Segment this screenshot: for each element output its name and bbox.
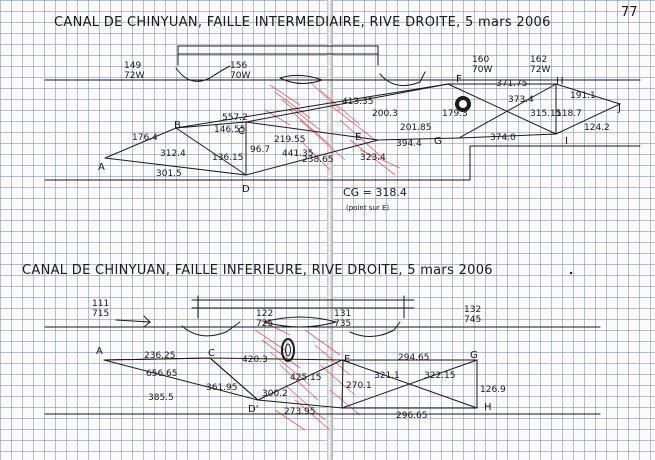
canal-structure: [44, 295, 601, 415]
distance-label: 294.65: [398, 353, 430, 363]
bearing-bottom: 72W: [530, 65, 550, 75]
grid-pattern: [331, 0, 655, 460]
bearing-top: 160: [472, 55, 489, 65]
point-label: D: [242, 184, 250, 195]
distance-label: 126.9: [480, 385, 506, 395]
distance-label: 374.0: [490, 133, 516, 143]
distance-label: 425.15: [290, 373, 322, 383]
bearing-top: 162: [530, 55, 547, 65]
distance-label: 394.4: [396, 139, 422, 149]
distance-label: 420.3: [242, 355, 268, 365]
point-label: A: [98, 162, 105, 173]
point-label: H: [484, 402, 492, 413]
point-label: H: [556, 76, 564, 87]
distance-label: 176.4: [132, 133, 158, 143]
sketch-title: CANAL DE CHINYUAN, FAILLE INFERIEURE, RI…: [22, 263, 493, 278]
point-label: F: [456, 74, 462, 85]
point-label: B: [174, 120, 181, 131]
point-label: G: [470, 350, 478, 361]
page-number: 77: [621, 5, 638, 20]
bearing-bottom: 725: [256, 319, 273, 329]
grid-pattern: [0, 0, 329, 460]
distance-label: 273.95: [284, 407, 316, 417]
distance-label: 315.15: [530, 109, 562, 119]
distance-label: 236.25: [144, 351, 176, 361]
distance-label: 557.2: [222, 113, 248, 123]
left-page: [0, 0, 329, 460]
distance-label: 124.2: [584, 123, 610, 133]
bearing-bottom: 735: [334, 319, 351, 329]
survey-lines: [104, 83, 622, 176]
distance-label: 238.65: [302, 155, 334, 165]
distance-label: 373.4: [508, 95, 534, 105]
distance-label: 179.3: [442, 109, 468, 119]
distance-label: 300.2: [262, 389, 288, 399]
distance-label: 322.15: [424, 371, 456, 381]
cg-note-sub: (point sur E): [346, 204, 389, 212]
distance-label: 656.65: [146, 369, 178, 379]
bearing-top: 122: [256, 309, 273, 319]
point-label: I: [565, 136, 568, 147]
bearing-top: 149: [124, 61, 141, 71]
distance-label: 136.15: [212, 153, 244, 163]
distance-label: 201.85: [400, 123, 432, 133]
survey-lines: [103, 357, 478, 409]
distance-label: 385.5: [148, 393, 174, 403]
bearing-top: 111: [92, 299, 109, 309]
bearing-top: 132: [464, 305, 481, 315]
distance-label: 96.7: [250, 145, 270, 155]
distance-label: 296.65: [396, 411, 428, 421]
notebook-spine: [327, 0, 333, 460]
point-label: G: [434, 136, 442, 147]
distance-label: 270.1: [346, 381, 372, 391]
distance-label: 413.35: [342, 97, 374, 107]
point-label: D': [248, 404, 258, 415]
canal-structure: [44, 45, 641, 181]
distance-label: 118.7: [556, 109, 582, 119]
distance-label: 312.4: [160, 149, 186, 159]
fault-hatching-bottom: [254, 319, 361, 431]
bearing-top: 131: [334, 309, 351, 319]
bearing-bottom: 715: [92, 309, 109, 319]
point-label: C: [238, 126, 245, 137]
distance-label: 146.55: [214, 125, 246, 135]
point-label: A: [96, 346, 103, 357]
point-label: J: [617, 103, 621, 114]
bearing-top: 156: [230, 61, 247, 71]
distance-label: 191.1: [570, 91, 596, 101]
point-label: E: [344, 354, 350, 365]
distance-label: 361.95: [206, 383, 238, 393]
cg-note: CG = 318.4: [343, 186, 407, 199]
fault-hatching-top: [264, 81, 401, 176]
drop-weight: [455, 96, 471, 112]
distance-label: 323.4: [360, 153, 386, 163]
drop-weight: [281, 338, 295, 362]
point-label: E: [355, 132, 361, 143]
sketch-title: CANAL DE CHINYUAN, FAILLE INTERMEDIAIRE,…: [54, 15, 551, 30]
distance-label: 441.35: [282, 149, 314, 159]
distance-label: 219.55: [274, 135, 306, 145]
distance-label: 301.5: [156, 169, 182, 179]
ink-dot: [569, 271, 573, 275]
bearing-bottom: 70W: [230, 71, 250, 81]
bearing-bottom: 70W: [472, 65, 492, 75]
bearing-bottom: 72W: [124, 71, 144, 81]
distance-label: 371.75: [496, 79, 528, 89]
right-page: [331, 0, 655, 460]
point-label: C: [208, 348, 215, 359]
distance-label: 321.1: [374, 371, 400, 381]
bearing-bottom: 745: [464, 315, 481, 325]
distance-label: 200.3: [372, 109, 398, 119]
